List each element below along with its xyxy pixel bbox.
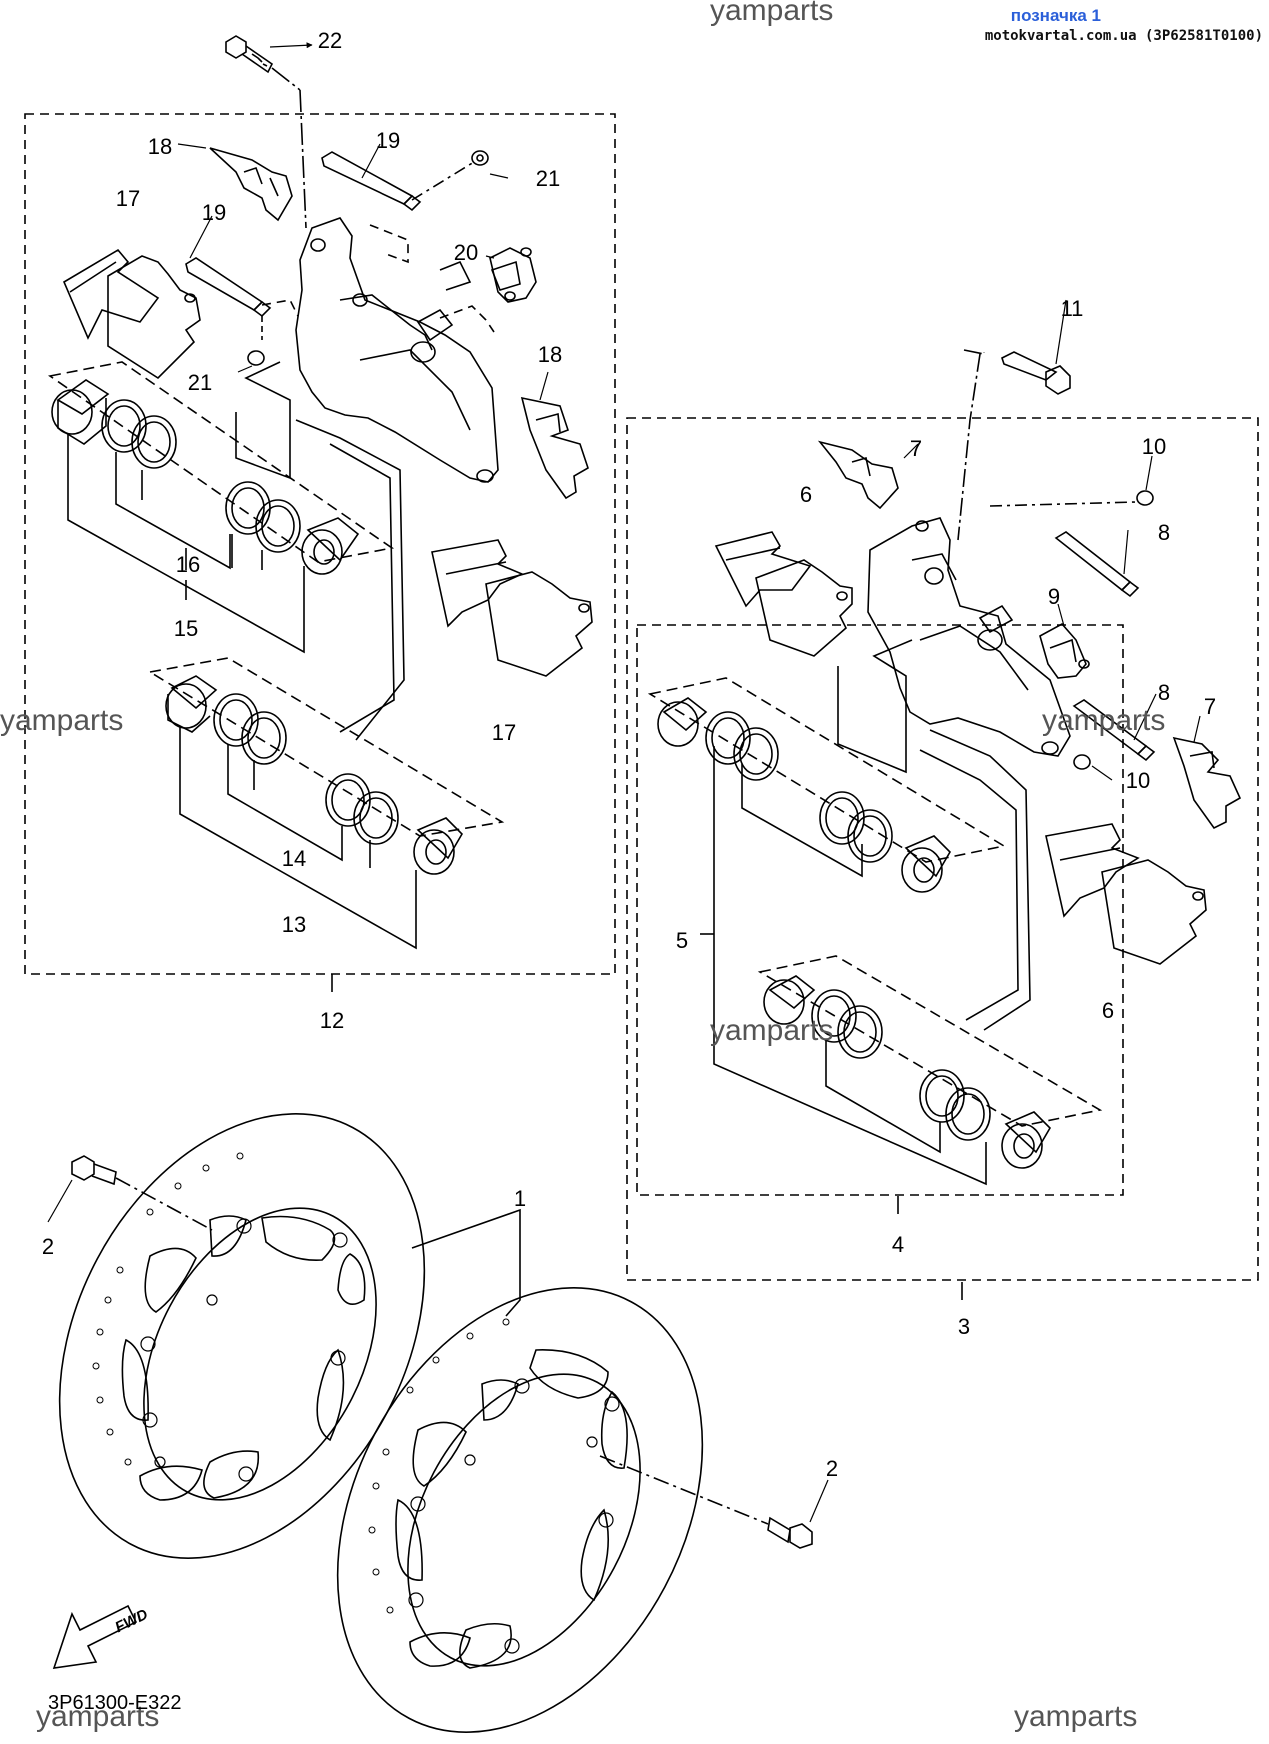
callout-17-lower: 17 xyxy=(492,720,516,745)
mark-label: позначка 1 xyxy=(1010,6,1101,25)
callout-22: 22 xyxy=(318,28,342,53)
left-assembly-outline xyxy=(235,361,405,741)
callout-9: 9 xyxy=(1048,584,1060,609)
bolt-22 xyxy=(225,35,307,229)
callout-19-upper: 19 xyxy=(376,128,400,153)
assembly-box-12 xyxy=(24,113,616,975)
callout-17-upper: 17 xyxy=(116,186,140,211)
washer-10-lower xyxy=(1073,754,1091,770)
callout-6-lower: 6 xyxy=(1102,998,1114,1023)
brake-pad-17-lower xyxy=(431,539,593,677)
disc-drill-holes xyxy=(92,1152,510,1614)
callout-ticks xyxy=(47,42,1201,1523)
leader-lines-13-14 xyxy=(179,726,417,950)
left-caliper-body xyxy=(295,217,499,483)
washer-21-lower xyxy=(247,350,265,366)
callout-14: 14 xyxy=(282,846,306,871)
callout-21-lower: 21 xyxy=(188,370,212,395)
pad-spring-18-right xyxy=(520,396,589,500)
pad-spring-7-upper xyxy=(817,440,899,510)
callout-10-lower: 10 xyxy=(1126,768,1150,793)
pin-8-upper xyxy=(1054,531,1140,598)
leader-lines-5 xyxy=(700,746,987,1186)
watermark: yamparts xyxy=(1014,1700,1138,1733)
washer-21-upper xyxy=(411,150,489,201)
callout-7-upper: 7 xyxy=(910,436,922,461)
pin-19-lower xyxy=(185,257,299,340)
callout-5: 5 xyxy=(676,928,688,953)
callout-20: 20 xyxy=(454,240,478,265)
bolt-11 xyxy=(957,349,1071,541)
callout-8-upper: 8 xyxy=(1158,520,1170,545)
assembly-box-3 xyxy=(626,417,1259,1281)
callout-18-right: 18 xyxy=(538,342,562,367)
callout-1: 1 xyxy=(514,1186,526,1211)
callout-2-upper: 2 xyxy=(42,1234,54,1259)
washer-10-upper xyxy=(1136,490,1154,506)
disc-bolt-2-upper xyxy=(71,1155,213,1231)
callout-13: 13 xyxy=(282,912,306,937)
pin-8-lower xyxy=(1072,699,1156,762)
brake-disc-rear-holes xyxy=(408,1378,620,1654)
pad-spring-18-upper xyxy=(209,147,293,222)
leader-1 xyxy=(411,1208,521,1317)
callout-6-upper: 6 xyxy=(800,482,812,507)
callout-12: 12 xyxy=(320,1008,344,1033)
callout-7-lower: 7 xyxy=(1204,694,1216,719)
brake-disc-front xyxy=(58,1113,426,1559)
piston-kit-right-upper xyxy=(647,677,1007,893)
watermark: yamparts xyxy=(36,1700,160,1733)
pad-pin-9 xyxy=(1039,622,1090,679)
watermark: yamparts xyxy=(710,0,834,27)
bleed-screw-20 xyxy=(439,247,537,333)
callout-21-upper: 21 xyxy=(536,166,560,191)
brake-pad-17-upper xyxy=(62,248,201,380)
disc-bolt-2-lower xyxy=(599,1455,813,1549)
callout-2-lower: 2 xyxy=(826,1456,838,1481)
callout-4: 4 xyxy=(892,1232,904,1257)
piston-kit-upper xyxy=(47,361,395,575)
right-assembly-outline xyxy=(837,639,1031,1031)
watermark: yamparts xyxy=(0,704,124,737)
callout-11: 11 xyxy=(1061,296,1084,321)
brake-pad-6-upper xyxy=(714,531,853,657)
assembly-box-4 xyxy=(636,624,1124,1196)
callout-16: 16 xyxy=(176,552,200,577)
piston-kit-right-lower xyxy=(757,955,1103,1169)
fwd-arrow-icon xyxy=(52,1604,138,1669)
callout-15: 15 xyxy=(174,616,198,641)
right-caliper-body xyxy=(867,517,1071,757)
watermark: yamparts xyxy=(710,1014,834,1047)
diagram-code: 3P61300-E322 xyxy=(48,1692,182,1714)
pin-19-upper xyxy=(321,151,422,264)
callout-19-lower: 19 xyxy=(202,200,226,225)
pad-spring-7-lower xyxy=(1172,736,1242,830)
callout-18-upper: 18 xyxy=(148,134,172,159)
brake-disc-rear xyxy=(336,1287,704,1733)
piston-kit-lower xyxy=(147,657,505,875)
callout-3: 3 xyxy=(958,1314,970,1339)
callout-10-upper: 10 xyxy=(1142,434,1166,459)
callout-8-lower: 8 xyxy=(1158,680,1170,705)
brake-pad-6-lower xyxy=(1045,823,1207,965)
source-label: motokvartal.com.ua (3P62581T0100) xyxy=(984,28,1263,44)
watermark: yamparts xyxy=(1042,704,1166,737)
brake-disc-front-holes xyxy=(140,1218,348,1482)
leader-lines-15-16 xyxy=(67,434,305,654)
